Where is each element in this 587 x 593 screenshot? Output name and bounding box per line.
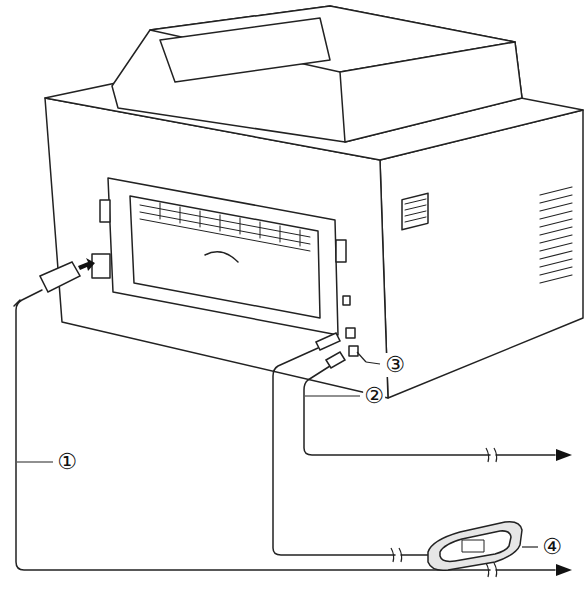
door-clip	[100, 200, 110, 222]
screw	[343, 296, 350, 305]
door-handle	[205, 252, 238, 262]
rear-door	[108, 178, 338, 335]
document-feeder	[112, 6, 522, 142]
door-inner	[130, 196, 320, 318]
grille-lines	[405, 199, 426, 222]
ext-plug	[316, 333, 340, 350]
power-cord	[14, 290, 555, 570]
extension-cord	[273, 348, 428, 555]
ext-jack	[346, 328, 355, 338]
power-plug	[40, 262, 80, 292]
leader-lines	[17, 352, 538, 547]
feeder-tray	[160, 18, 330, 82]
vents	[540, 187, 572, 283]
callout-number: ④	[541, 535, 563, 559]
power-inlet	[92, 254, 110, 278]
door-slats	[140, 203, 310, 251]
break-mark	[486, 563, 497, 577]
extension-telephone	[428, 522, 522, 571]
line-plug	[326, 352, 345, 368]
line-cord	[304, 366, 555, 455]
callout-number: ②	[363, 384, 385, 408]
callout-number: ③	[384, 353, 406, 377]
break-mark	[486, 448, 497, 462]
break-mark	[391, 548, 402, 562]
callout-number: ①	[56, 450, 78, 474]
door-clip	[336, 240, 346, 262]
direction-arrow	[556, 449, 572, 461]
insert-arrow	[78, 258, 95, 271]
line-jack	[349, 346, 358, 356]
grille	[402, 193, 428, 229]
feeder-cover	[340, 42, 522, 142]
direction-arrow	[556, 564, 572, 576]
